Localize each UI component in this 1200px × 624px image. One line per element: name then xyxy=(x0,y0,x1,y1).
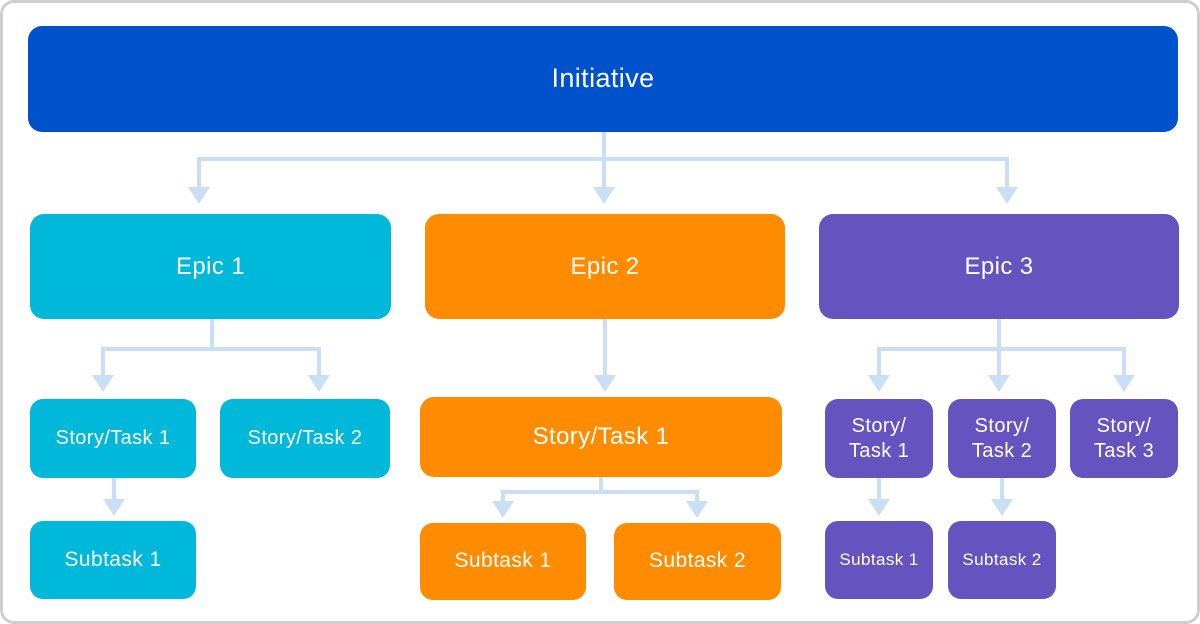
arrow-down-icon xyxy=(1113,375,1135,392)
node-epic-3-label: Epic 3 xyxy=(964,252,1034,280)
label-line-2: Task 2 xyxy=(971,439,1033,462)
node-epic2-subtask-2-label: Subtask 2 xyxy=(649,549,746,573)
node-epic3-subtask-2: Subtask 2 xyxy=(948,521,1056,599)
arrow-down-icon xyxy=(868,499,890,516)
label-line-2: Task 1 xyxy=(848,439,910,462)
arrow-down-icon xyxy=(868,375,890,392)
label-line-1: Story/ xyxy=(1096,414,1152,437)
arrow-down-icon xyxy=(92,375,114,392)
node-epic1-story-task-1-label: Story/Task 1 xyxy=(55,427,171,449)
node-epic1-subtask-1-label: Subtask 1 xyxy=(64,547,162,571)
arrow-down-icon xyxy=(988,375,1010,392)
arrow-down-icon xyxy=(991,499,1013,516)
arrow-down-icon xyxy=(103,499,125,516)
label-line-2: Task 3 xyxy=(1093,439,1155,462)
arrow-down-icon xyxy=(188,187,210,204)
node-epic-2: Epic 2 xyxy=(425,214,785,319)
arrow-down-icon xyxy=(308,375,330,392)
node-epic3-story-task-3-label: Story/ Task 3 xyxy=(1094,414,1154,464)
arrow-down-icon xyxy=(492,501,514,518)
node-epic2-story-task-1-label: Story/Task 1 xyxy=(532,423,670,450)
node-epic1-story-task-1: Story/Task 1 xyxy=(30,399,196,478)
node-epic1-story-task-2-label: Story/Task 2 xyxy=(247,427,363,449)
node-epic2-subtask-1: Subtask 1 xyxy=(420,523,586,600)
label-line-1: Story/ xyxy=(851,414,907,437)
node-epic-2-label: Epic 2 xyxy=(570,252,640,280)
node-epic-3: Epic 3 xyxy=(819,214,1179,319)
node-epic3-story-task-3: Story/ Task 3 xyxy=(1070,399,1178,478)
node-epic2-subtask-2: Subtask 2 xyxy=(614,523,781,600)
node-epic-1: Epic 1 xyxy=(30,214,391,319)
arrow-down-icon xyxy=(996,187,1018,204)
node-epic-1-label: Epic 1 xyxy=(175,252,246,280)
arrow-down-icon xyxy=(593,187,615,204)
node-epic2-story-task-1: Story/Task 1 xyxy=(420,397,782,477)
node-initiative-label: Initiative xyxy=(551,63,655,94)
label-line-1: Story/ xyxy=(974,414,1030,437)
node-epic2-subtask-1-label: Subtask 1 xyxy=(454,549,552,573)
node-epic3-subtask-1-label: Subtask 1 xyxy=(839,550,919,570)
node-epic3-story-task-2: Story/ Task 2 xyxy=(948,399,1056,478)
node-epic3-subtask-1: Subtask 1 xyxy=(825,521,933,599)
node-initiative: Initiative xyxy=(28,26,1178,132)
arrow-down-icon xyxy=(686,501,708,518)
node-epic1-story-task-2: Story/Task 2 xyxy=(220,399,390,478)
node-epic3-story-task-1-label: Story/ Task 1 xyxy=(849,414,909,464)
node-epic3-story-task-2-label: Story/ Task 2 xyxy=(972,414,1032,464)
node-epic3-story-task-1: Story/ Task 1 xyxy=(825,399,933,478)
arrow-down-icon xyxy=(594,375,616,392)
node-epic1-subtask-1: Subtask 1 xyxy=(30,521,196,599)
node-epic3-subtask-2-label: Subtask 2 xyxy=(962,550,1042,570)
